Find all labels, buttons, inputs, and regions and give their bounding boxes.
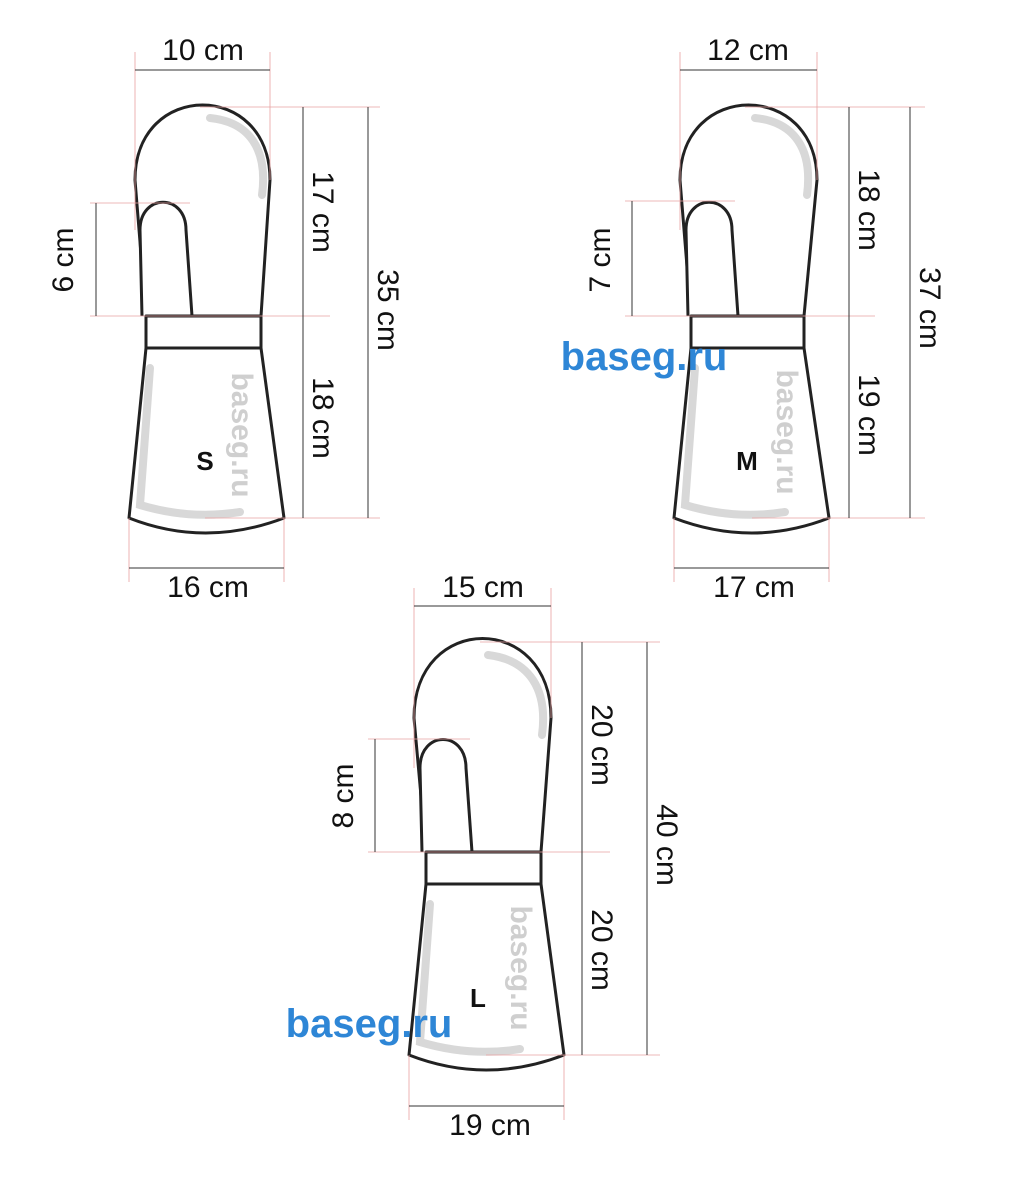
mitten-s-thumb: [138, 200, 194, 317]
mitten-m-hand-length: 18 cm: [852, 169, 885, 251]
mitten-m-thumb: [684, 200, 740, 317]
mitten-m-cuff-length: 19 cm: [852, 374, 885, 456]
mitten-s-size-label: S: [196, 446, 213, 476]
mitten-l: 15 cm 19 cm 8 cm 20 cm 20 cm 40 cm L bas…: [327, 571, 683, 1142]
mitten-m-size-label: M: [736, 446, 758, 476]
watermark-grey-s: baseg.ru: [225, 372, 258, 497]
mitten-l-bottom-width: 19 cm: [449, 1109, 531, 1142]
watermark-grey-l: baseg.ru: [504, 905, 537, 1030]
mitten-m-top-width: 12 cm: [707, 34, 789, 67]
mitten-l-thumb-length: 8 cm: [327, 763, 360, 828]
mitten-l-cuff-shine: [415, 900, 524, 1056]
mitten-l-shine: [484, 651, 547, 739]
mitten-s-bottom-width: 16 cm: [167, 571, 249, 604]
watermark-blue-top: baseg.ru: [561, 335, 728, 379]
watermark-blue-bottom: baseg.ru: [286, 1002, 453, 1046]
mitten-m-shine: [751, 114, 813, 199]
mitten-l-top-width: 15 cm: [442, 571, 524, 604]
mitten-m-thumb-length: 7 cm: [584, 227, 617, 292]
mitten-s: 10 cm 16 cm 6 cm 17 cm 18 cm 35 cm S bas…: [47, 34, 404, 604]
mitten-s-total-length: 35 cm: [371, 269, 404, 351]
mitten-l-hand-length: 20 cm: [585, 704, 618, 786]
mitten-s-cuff-length: 18 cm: [306, 377, 339, 459]
mitten-s-top-width: 10 cm: [162, 34, 244, 67]
mitten-l-cuff-length: 20 cm: [585, 909, 618, 991]
mitten-m: 12 cm 17 cm 7 cm 18 cm 19 cm 37 cm M bas…: [584, 34, 946, 604]
mitten-m-total-length: 37 cm: [913, 267, 946, 349]
mitten-l-total-length: 40 cm: [650, 804, 683, 886]
mitten-l-thumb: [418, 738, 474, 853]
mitten-m-bottom-width: 17 cm: [713, 571, 795, 604]
watermark-grey-m: baseg.ru: [770, 369, 803, 494]
mitten-s-hand-length: 17 cm: [306, 171, 339, 253]
mitten-l-band: [424, 850, 543, 886]
mitten-s-shine: [206, 114, 268, 199]
mitten-m-cuff-shine: [680, 364, 789, 519]
mitten-s-cuff-shine: [135, 364, 244, 519]
mitten-l-size-label: L: [470, 983, 486, 1013]
mitten-s-band: [144, 314, 263, 350]
mitten-s-thumb-length: 6 cm: [47, 227, 80, 292]
